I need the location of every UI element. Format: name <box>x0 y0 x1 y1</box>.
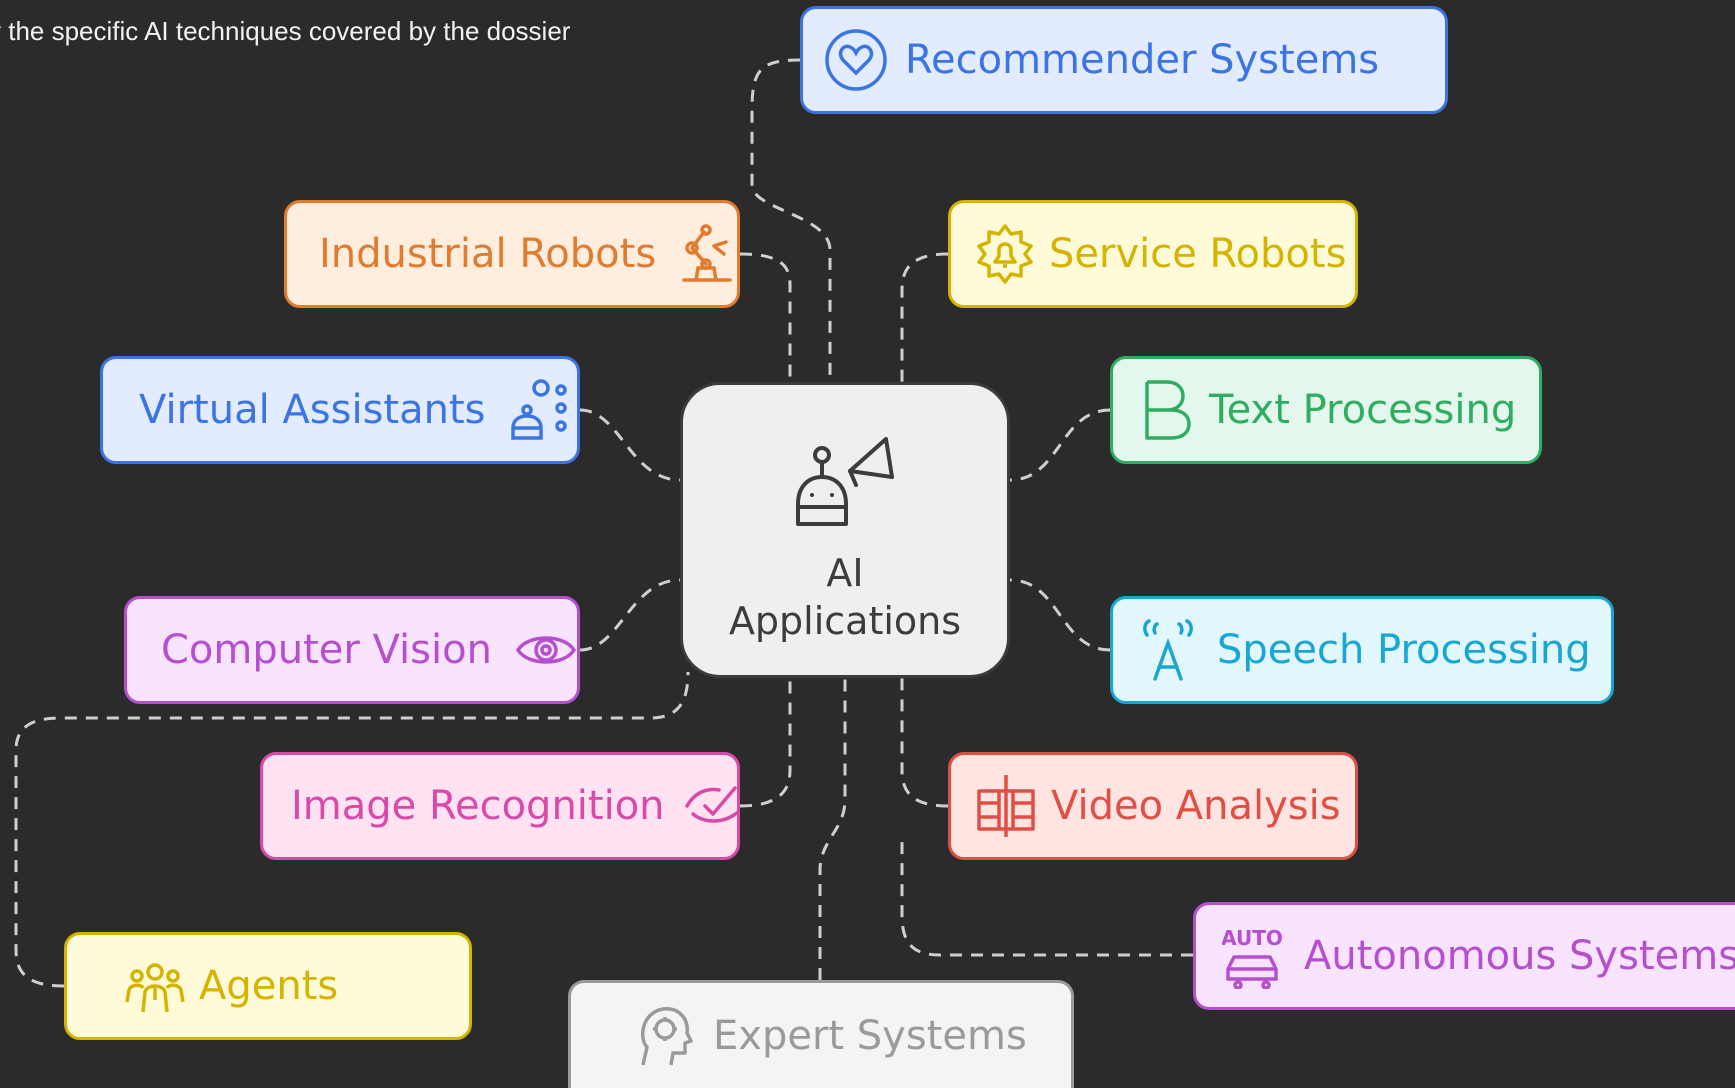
auto-car-icon: AUTO <box>1222 926 1282 989</box>
node-service-robots[interactable]: Service Robots <box>948 200 1358 308</box>
node-virtual-assistants[interactable]: Virtual Assistants <box>100 356 580 464</box>
gear-bell-icon <box>977 224 1033 284</box>
film-strip-icon <box>977 775 1035 837</box>
robot-megaphone-icon <box>796 437 894 526</box>
connector-speech <box>1009 578 1111 652</box>
node-text-processing[interactable]: Text Processing <box>1110 356 1542 464</box>
connector-expert <box>818 678 847 980</box>
node-expert-systems[interactable]: Expert Systems <box>568 980 1074 1088</box>
connector-autonomous <box>900 840 1193 957</box>
node-speech-processing[interactable]: Speech Processing <box>1110 596 1614 704</box>
heart-circle-icon <box>825 29 887 91</box>
connector-recommender <box>750 58 832 382</box>
node-label: Expert Systems <box>713 1012 1027 1059</box>
connector-vision <box>579 578 681 652</box>
people-group-icon <box>125 963 185 1013</box>
node-label: Image Recognition <box>291 783 665 829</box>
node-video-analysis[interactable]: Video Analysis <box>948 752 1358 860</box>
eye-icon <box>515 636 577 664</box>
connector-image <box>739 678 792 808</box>
connector-industrial <box>739 252 792 382</box>
node-label: Autonomous Systems <box>1304 933 1735 979</box>
node-label: Recommender Systems <box>905 37 1380 83</box>
node-recommender-systems[interactable]: Recommender Systems <box>800 6 1448 114</box>
letter-b-icon <box>1145 380 1191 440</box>
head-gear-icon <box>640 1006 693 1065</box>
letter-a-sound-icon <box>1143 619 1193 681</box>
check-eye-icon <box>684 786 737 823</box>
connector-video <box>900 678 949 808</box>
node-label: Computer Vision <box>161 627 492 673</box>
node-label: Agents <box>199 963 339 1009</box>
connector-virtual <box>579 408 681 482</box>
node-agents[interactable]: Agents <box>64 932 472 1040</box>
svg-text:AUTO: AUTO <box>1222 926 1282 950</box>
node-autonomous-systems[interactable]: AUTO Autonomous Systems <box>1193 902 1735 1010</box>
node-computer-vision[interactable]: Computer Vision <box>124 596 580 704</box>
caption-text: y the specific AI techniques covered by … <box>0 16 571 46</box>
node-label: Virtual Assistants <box>139 387 486 433</box>
node-label: Text Processing <box>1209 387 1517 433</box>
robot-arm-icon <box>682 224 732 282</box>
node-image-recognition[interactable]: Image Recognition <box>260 752 740 860</box>
node-label: Video Analysis <box>1051 783 1341 829</box>
connector-text <box>1009 408 1111 482</box>
connector-agents <box>14 671 690 988</box>
node-label: Service Robots <box>1049 231 1347 277</box>
assistant-bot-icon <box>511 379 568 440</box>
center-node: AI Applications <box>680 382 1010 678</box>
center-title: AI Applications <box>728 551 962 643</box>
node-industrial-robots[interactable]: Industrial Robots <box>284 200 740 308</box>
connector-service <box>900 252 949 382</box>
node-label: Speech Processing <box>1217 627 1591 673</box>
node-label: Industrial Robots <box>319 231 657 277</box>
